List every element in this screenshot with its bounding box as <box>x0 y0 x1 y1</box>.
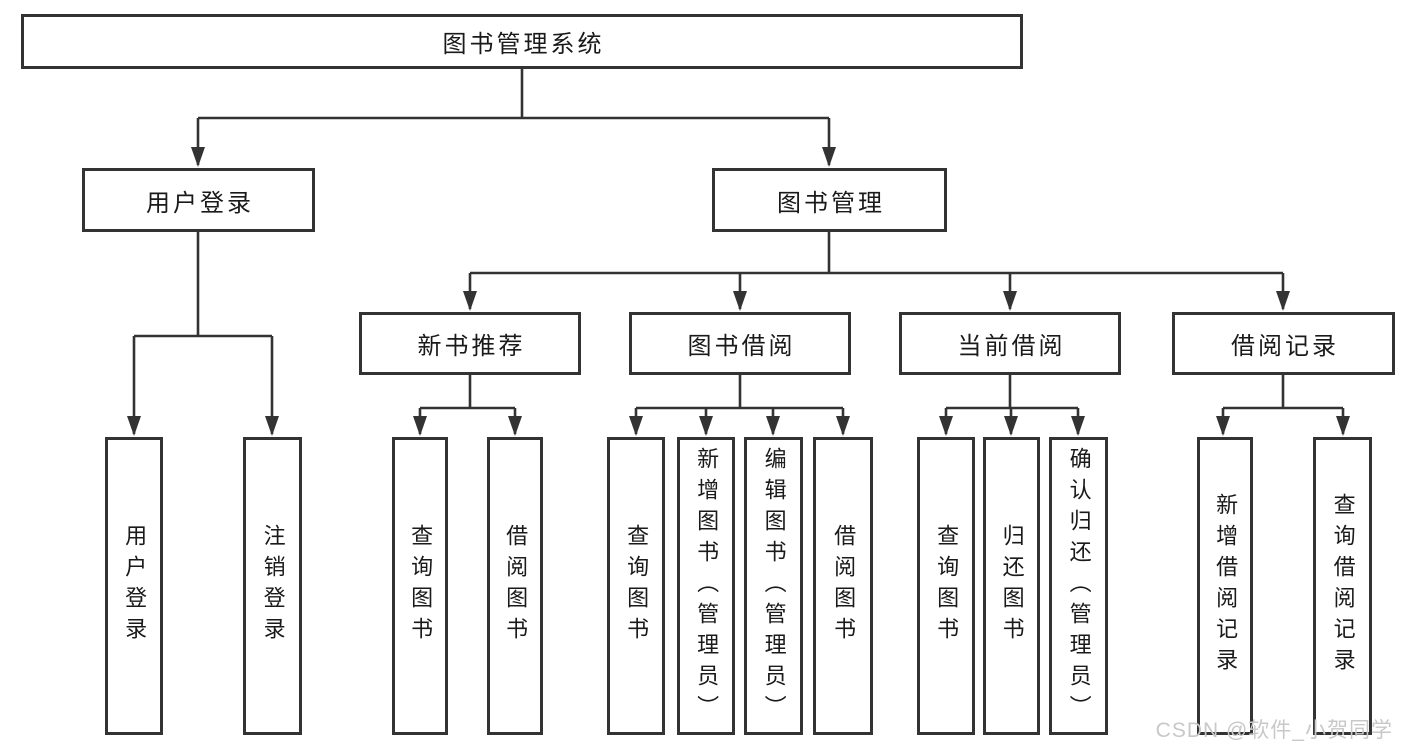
leaf-query-books-recommend: 查询图书 <box>392 437 448 735</box>
leaf-user-login: 用户登录 <box>105 437 163 735</box>
leaf-query-books-current: 查询图书 <box>917 437 975 735</box>
node-current-borrowing: 当前借阅 <box>899 312 1121 375</box>
leaf-query-books-recommend-label: 查询图书 <box>408 524 434 648</box>
node-library-management-system: 图书管理系统 <box>21 14 1023 69</box>
leaf-confirm-return-admin: 确认归还（管理员） <box>1049 437 1108 735</box>
node-borrowing-records: 借阅记录 <box>1172 312 1395 375</box>
leaf-return-books: 归还图书 <box>983 437 1040 735</box>
leaf-query-books-borrowing: 查询图书 <box>607 437 665 735</box>
leaf-edit-books-admin-label: 编辑图书（管理员） <box>761 446 787 726</box>
leaf-edit-books-admin: 编辑图书（管理员） <box>744 437 803 735</box>
leaf-add-borrow-record: 新增借阅记录 <box>1197 437 1253 735</box>
leaf-borrow-books-recommend: 借阅图书 <box>487 437 543 735</box>
leaf-borrow-books-recommend-label: 借阅图书 <box>503 524 529 648</box>
leaf-add-books-admin-label: 新增图书（管理员） <box>694 446 720 726</box>
node-new-book-recommendation: 新书推荐 <box>359 312 581 375</box>
node-book-borrowing: 图书借阅 <box>629 312 851 375</box>
csdn-watermark: CSDN @软件_小贺同学 <box>1155 719 1393 742</box>
leaf-add-books-admin: 新增图书（管理员） <box>677 437 735 735</box>
leaf-query-books-borrowing-label: 查询图书 <box>624 524 650 648</box>
leaf-confirm-return-admin-label: 确认归还（管理员） <box>1066 446 1092 726</box>
leaf-logout: 注销登录 <box>243 437 302 735</box>
leaf-logout-label: 注销登录 <box>260 524 286 648</box>
node-book-management: 图书管理 <box>712 168 947 232</box>
leaf-add-borrow-record-label: 新增借阅记录 <box>1213 493 1239 679</box>
leaf-query-borrow-record: 查询借阅记录 <box>1313 437 1372 735</box>
node-user-login: 用户登录 <box>82 168 315 232</box>
leaf-query-books-current-label: 查询图书 <box>934 524 960 648</box>
leaf-borrow-books-borrowing: 借阅图书 <box>813 437 873 735</box>
leaf-user-login-label: 用户登录 <box>122 524 148 648</box>
leaf-return-books-label: 归还图书 <box>999 524 1025 648</box>
leaf-borrow-books-borrowing-label: 借阅图书 <box>831 524 857 648</box>
leaf-query-borrow-record-label: 查询借阅记录 <box>1330 493 1356 679</box>
